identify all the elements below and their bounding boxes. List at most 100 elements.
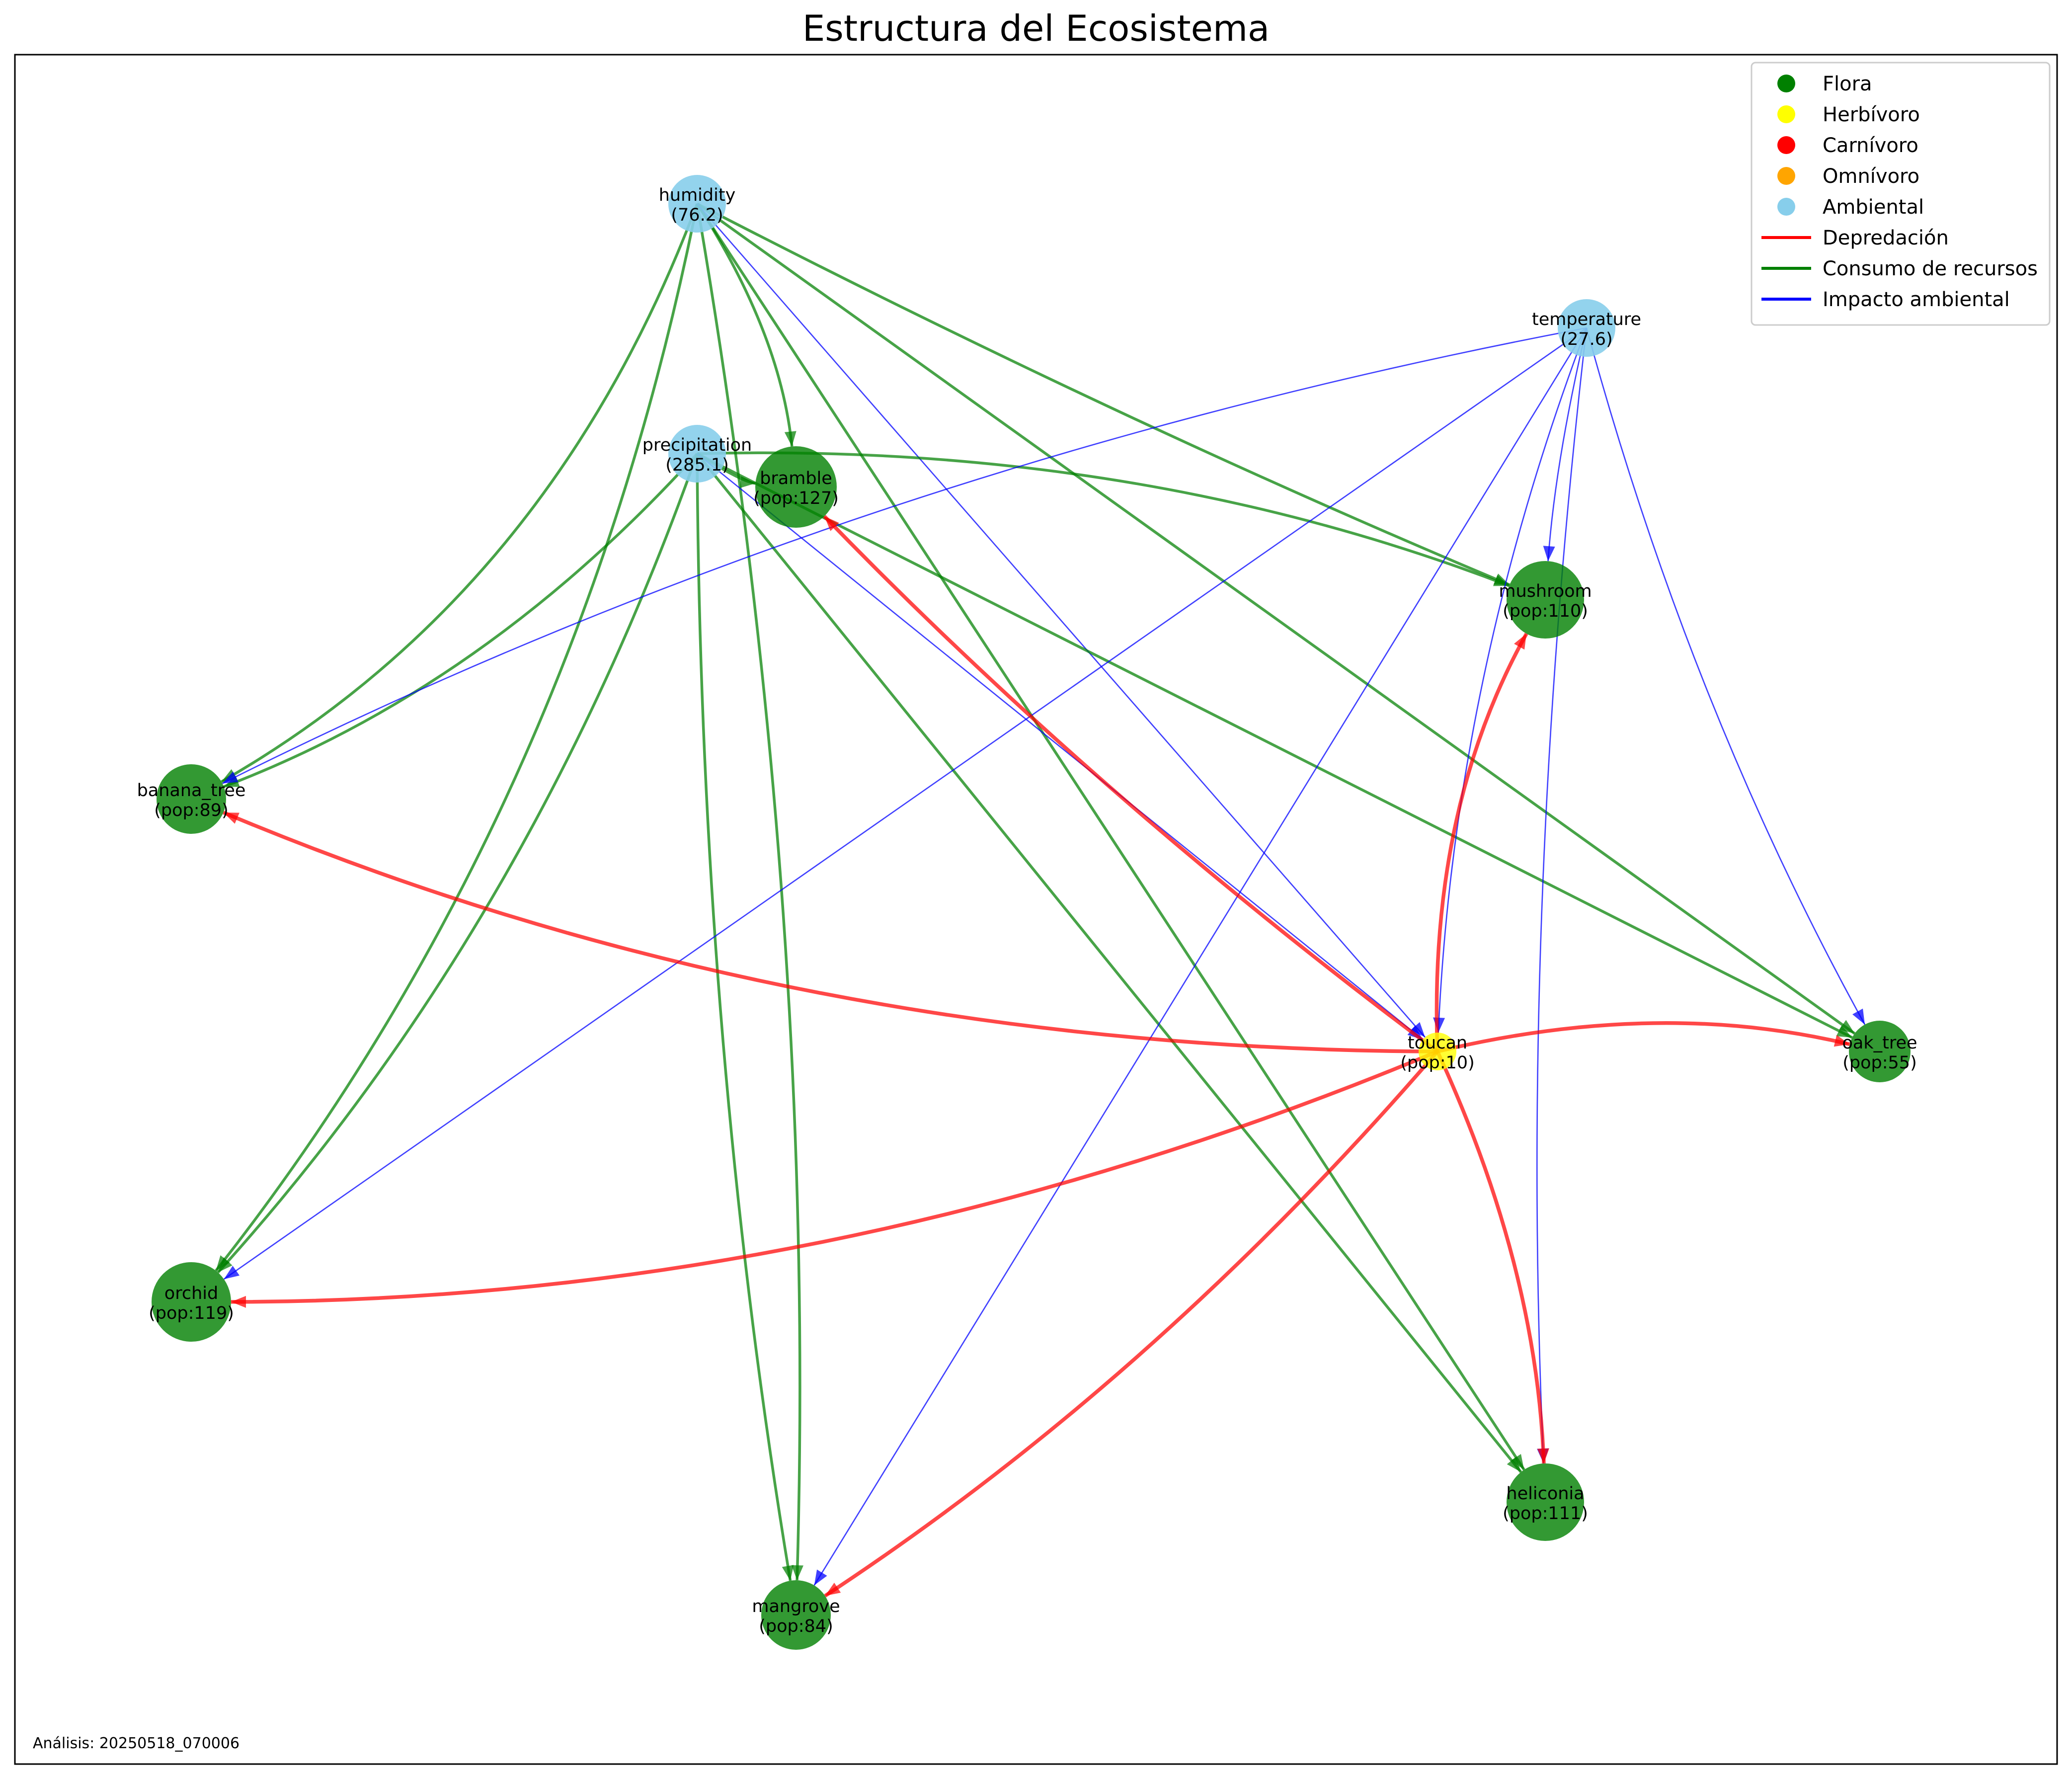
- edge-humidity-to-orchid: [215, 203, 699, 1272]
- edge-humidity-to-oak_tree: [696, 202, 1856, 1035]
- node-oak_tree: [1849, 1021, 1911, 1082]
- legend-label-predation: Depredación: [1823, 227, 1949, 249]
- labels-layer: humidity(76.2) temperature(27.6) precipita…: [137, 185, 1917, 1636]
- edge-precipitation-to-mangrove: [696, 453, 792, 1581]
- arrowhead-toucan-to-bramble: [824, 516, 839, 531]
- edge-precipitation-to-mushroom: [697, 451, 1510, 587]
- edges-layer: [215, 202, 1866, 1598]
- node-label-banana_tree: banana_tree: [137, 781, 246, 801]
- legend-marker-omnivore: [1777, 167, 1795, 185]
- edge-humidity-to-mangrove: [696, 203, 801, 1581]
- node-mushroom: [1507, 561, 1584, 639]
- edge-temperature-to-orchid: [223, 327, 1587, 1280]
- edge-humidity-to-toucan: [697, 203, 1426, 1038]
- edge-toucan-to-bramble: [823, 515, 1439, 1053]
- node-bramble: [755, 446, 837, 528]
- arrowhead-temperature-to-mangrove: [814, 1569, 827, 1586]
- arrowhead-toucan-to-mushroom: [1514, 634, 1527, 650]
- node-value-orchid: (pop:119): [149, 1303, 234, 1323]
- node-label-toucan: toucan: [1408, 1033, 1467, 1053]
- legend-label-omnivore: Omnívoro: [1823, 165, 1919, 188]
- node-label-oak_tree: oak_tree: [1842, 1033, 1917, 1053]
- edge-temperature-to-heliconia: [1536, 327, 1588, 1464]
- edge-toucan-to-mushroom: [1434, 633, 1528, 1052]
- node-label-humidity: humidity: [659, 185, 736, 205]
- edge-precipitation-to-orchid: [217, 453, 699, 1274]
- arrowhead-toucan-to-orchid: [231, 1295, 246, 1308]
- edge-toucan-to-heliconia: [1435, 1050, 1546, 1464]
- edge-precipitation-to-banana_tree: [223, 453, 699, 788]
- node-humidity: [668, 175, 726, 233]
- legend-items: FloraHerbívoroCarnívoroOmnívoroAmbiental…: [1761, 73, 2038, 311]
- edge-toucan-to-oak_tree: [1437, 1021, 1850, 1053]
- plot-frame: [14, 54, 2058, 1765]
- legend-label-resource: Consumo de recursos: [1823, 257, 2038, 280]
- edge-temperature-to-mushroom: [1547, 327, 1588, 562]
- node-label-precipitation: precipitation: [642, 435, 752, 455]
- node-value-toucan: (pop:10): [1400, 1053, 1475, 1073]
- arrowhead-temperature-to-banana_tree: [222, 771, 239, 784]
- node-orchid: [152, 1262, 231, 1342]
- arrowhead-precipitation-to-orchid: [218, 1257, 233, 1273]
- node-label-bramble: bramble: [760, 469, 832, 488]
- node-label-orchid: orchid: [164, 1284, 218, 1303]
- node-mangrove: [761, 1580, 831, 1650]
- edge-temperature-to-toucan: [1437, 327, 1588, 1033]
- node-label-heliconia: heliconia: [1506, 1484, 1584, 1504]
- legend-label-environmental: Ambiental: [1823, 196, 1924, 219]
- arrowhead-humidity-to-mangrove: [791, 1565, 803, 1581]
- node-value-bramble: (pop:127): [753, 488, 839, 508]
- legend: FloraHerbívoroCarnívoroOmnívoroAmbiental…: [1751, 62, 2051, 326]
- edge-precipitation-to-heliconia: [696, 453, 1522, 1473]
- node-value-mangrove: (pop:84): [759, 1616, 833, 1636]
- edge-humidity-to-mushroom: [696, 202, 1511, 586]
- legend-label-impact: Impacto ambiental: [1823, 288, 2010, 311]
- legend-label-flora: Flora: [1823, 73, 1872, 95]
- legend-label-carnivore: Carnívoro: [1823, 134, 1918, 157]
- node-temperature: [1558, 299, 1615, 357]
- edge-toucan-to-orchid: [231, 1049, 1438, 1304]
- arrowhead-toucan-to-heliconia: [1537, 1448, 1549, 1464]
- arrowhead-temperature-to-mushroom: [1543, 546, 1555, 562]
- node-toucan: [1419, 1033, 1456, 1070]
- node-banana_tree: [157, 764, 226, 834]
- arrowhead-toucan-to-oak_tree: [1833, 1035, 1850, 1047]
- edge-temperature-to-banana_tree: [222, 327, 1587, 784]
- arrowhead-temperature-to-oak_tree: [1852, 1008, 1865, 1025]
- node-label-temperature: temperature: [1532, 310, 1641, 329]
- edge-humidity-to-heliconia: [696, 203, 1525, 1471]
- edge-precipitation-to-oak_tree: [696, 452, 1853, 1039]
- edge-temperature-to-mangrove: [813, 327, 1588, 1586]
- node-precipitation: [668, 425, 726, 483]
- node-label-mangrove: mangrove: [752, 1597, 840, 1616]
- node-label-mushroom: mushroom: [1499, 581, 1592, 601]
- legend-box: [1751, 62, 2051, 326]
- arrowhead-precipitation-to-heliconia: [1507, 1456, 1521, 1472]
- legend-marker-carnivore: [1777, 136, 1795, 154]
- node-value-banana_tree: (pop:89): [154, 801, 229, 820]
- analysis-footer: Análisis: 20250518_070006: [33, 1735, 239, 1752]
- arrowhead-temperature-to-orchid: [224, 1266, 240, 1280]
- legend-label-herbivore: Herbívoro: [1823, 103, 1920, 126]
- arrowhead-precipitation-to-oak_tree: [1836, 1025, 1852, 1038]
- arrowhead-temperature-to-toucan: [1433, 1017, 1445, 1033]
- arrowhead-toucan-to-mangrove: [825, 1583, 841, 1596]
- edge-toucan-to-banana_tree: [223, 810, 1438, 1053]
- legend-marker-flora: [1777, 75, 1795, 92]
- edge-temperature-to-oak_tree: [1586, 327, 1866, 1025]
- node-value-humidity: (76.2): [671, 205, 723, 225]
- node-value-temperature: (27.6): [1560, 329, 1612, 349]
- node-value-oak_tree: (pop:55): [1842, 1053, 1917, 1073]
- edge-precipitation-to-toucan: [697, 453, 1424, 1041]
- arrowhead-toucan-to-banana_tree: [223, 812, 239, 824]
- edge-humidity-to-banana_tree: [221, 203, 699, 783]
- arrowhead-humidity-to-toucan: [1411, 1022, 1426, 1038]
- arrowhead-humidity-to-bramble: [784, 431, 797, 447]
- legend-marker-herbivore: [1777, 105, 1795, 123]
- node-value-mushroom: (pop:110): [1503, 601, 1588, 621]
- legend-marker-environmental: [1777, 198, 1795, 216]
- node-heliconia: [1507, 1463, 1584, 1541]
- arrowhead-precipitation-to-bramble: [740, 476, 756, 488]
- nodes-layer: [152, 175, 1911, 1650]
